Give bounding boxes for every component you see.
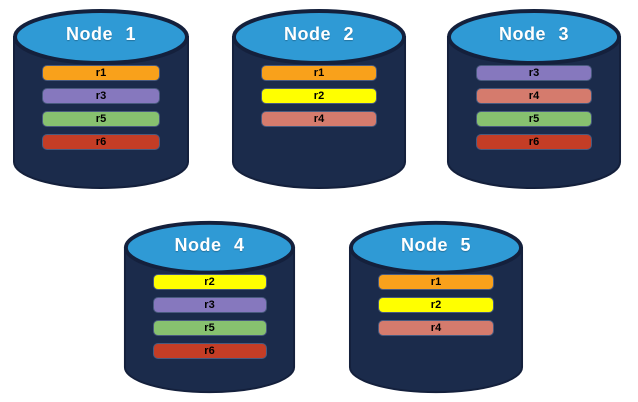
node-title: Node 4 xyxy=(174,234,245,255)
replica-list: r3 r4 r5 r6 xyxy=(445,65,623,149)
replica-bar-r2: r2 xyxy=(379,298,493,313)
replica-bar-r4: r4 xyxy=(477,88,591,103)
replica-bar-r3: r3 xyxy=(43,88,159,103)
node: Node 4 r2 r3 r5 r6 xyxy=(122,219,297,395)
replica-bar-r3: r3 xyxy=(477,65,591,80)
replica-list: r2 r3 r5 r6 xyxy=(122,275,297,359)
replica-list: r1 r2 r4 xyxy=(347,275,525,336)
replica-bar-r1: r1 xyxy=(379,275,493,290)
replica-bar-r2: r2 xyxy=(153,275,266,290)
node-title: Node 3 xyxy=(498,24,569,45)
replica-bar-r6: r6 xyxy=(43,134,159,149)
node: Node 5 r1 r2 r4 xyxy=(347,219,525,395)
replica-bar-r5: r5 xyxy=(477,111,591,126)
node-title: Node 1 xyxy=(65,24,136,45)
replica-bar-r2: r2 xyxy=(262,88,376,103)
node-title: Node 5 xyxy=(400,234,471,255)
replica-bar-r5: r5 xyxy=(43,111,159,126)
replica-list: r1 r2 r4 xyxy=(230,65,408,126)
replica-bar-r6: r6 xyxy=(477,134,591,149)
node-title: Node 2 xyxy=(283,24,354,45)
replica-bar-r1: r1 xyxy=(262,65,376,80)
replica-bar-r4: r4 xyxy=(379,321,493,336)
replica-bar-r5: r5 xyxy=(153,321,266,336)
replica-bar-r3: r3 xyxy=(153,298,266,313)
replica-bar-r6: r6 xyxy=(153,344,266,359)
replica-bar-r4: r4 xyxy=(262,111,376,126)
replica-bar-r1: r1 xyxy=(43,65,159,80)
node: Node 1 r1 r3 r5 r6 xyxy=(11,7,191,191)
replica-list: r1 r3 r5 r6 xyxy=(11,65,191,149)
node: Node 3 r3 r4 r5 r6 xyxy=(445,7,623,191)
node: Node 2 r1 r2 r4 xyxy=(230,7,408,191)
